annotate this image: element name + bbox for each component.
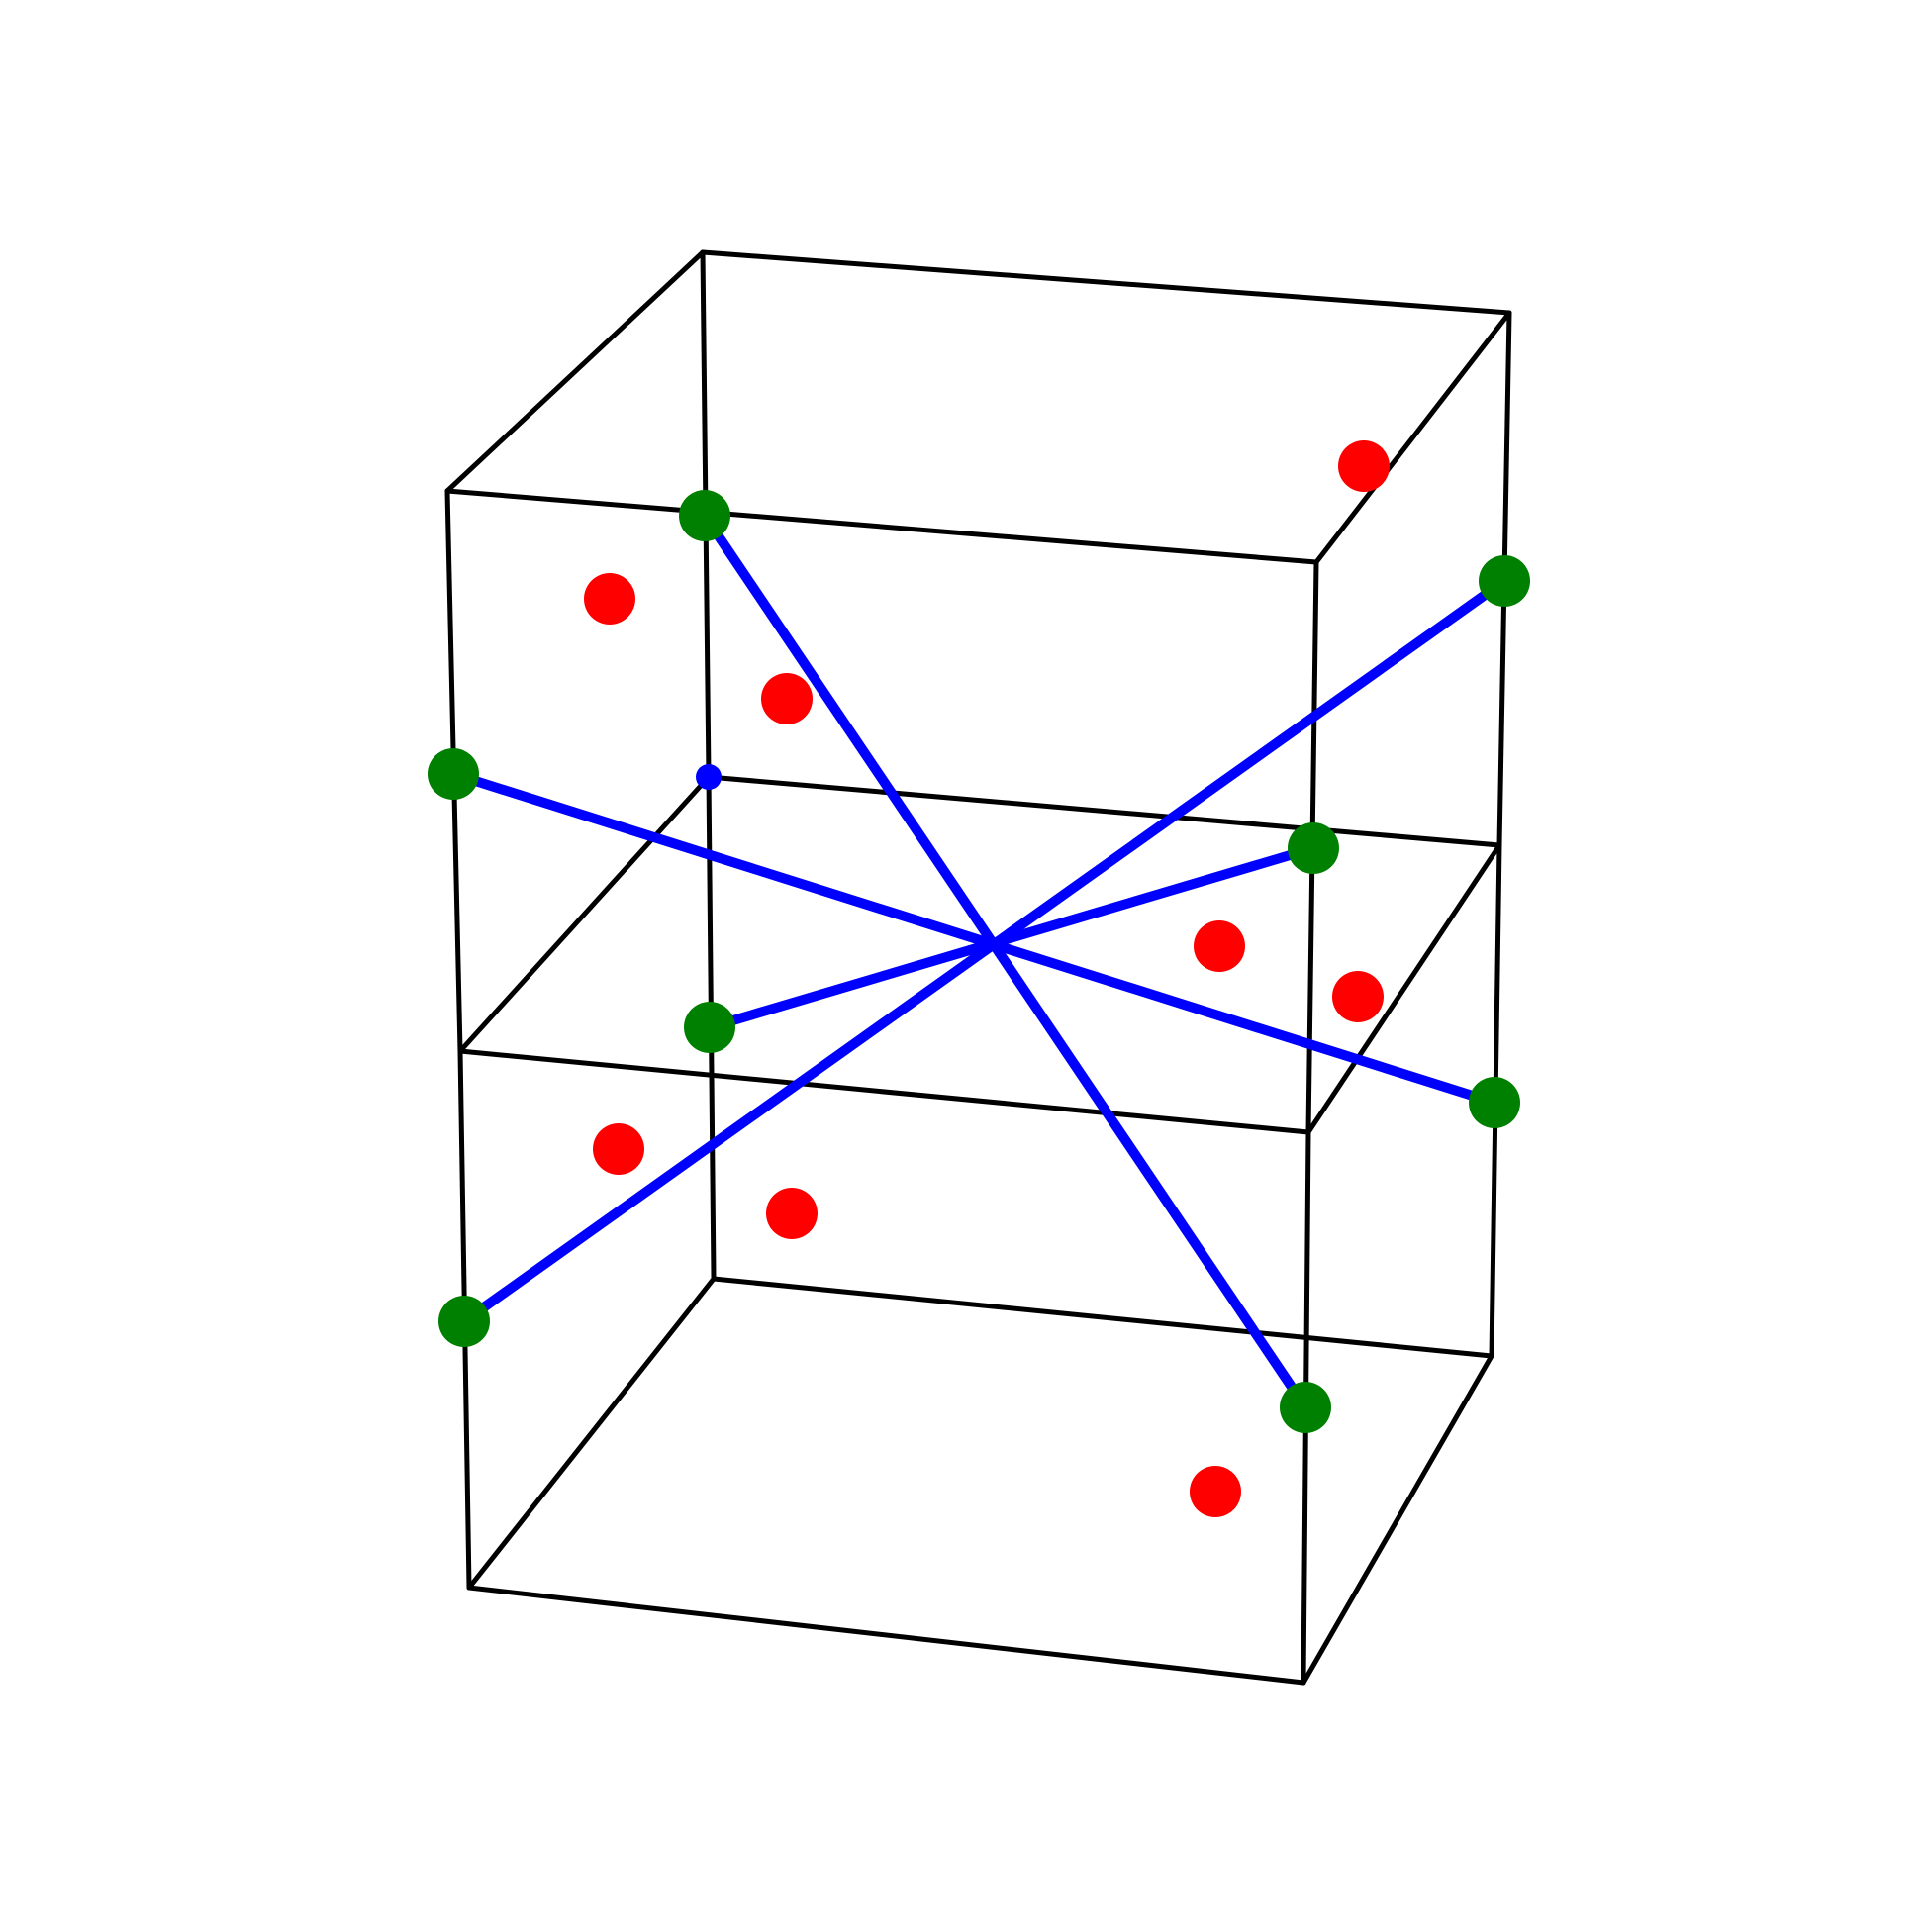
red-point [761, 673, 813, 724]
blue-link-line [448, 769, 1499, 1108]
red-points [584, 440, 1390, 1517]
frame-edge [1305, 842, 1502, 1135]
blue-link-line [700, 511, 1310, 1412]
center-dots [696, 764, 722, 790]
green-node [1479, 555, 1530, 607]
green-node [679, 490, 730, 541]
green-node [1288, 822, 1339, 874]
frame-edge [444, 488, 1319, 565]
frame-edge [457, 1048, 1311, 1135]
red-point [1332, 971, 1384, 1022]
red-point [1190, 1466, 1241, 1517]
blue-link-line [459, 576, 1509, 1326]
frame-edge [711, 1276, 1494, 1359]
blue-link-line [705, 843, 1318, 1032]
frame-edge [706, 774, 1502, 848]
green-nodes [428, 490, 1530, 1433]
green-node [1280, 1382, 1331, 1433]
frame-edge [444, 249, 706, 494]
red-point [1338, 440, 1390, 492]
green-node [684, 1002, 735, 1053]
frame-edge [466, 1276, 717, 1591]
green-node [438, 1296, 490, 1347]
frame-edge [457, 774, 712, 1054]
blue-links [448, 511, 1509, 1412]
green-node [1469, 1077, 1520, 1128]
frame-edge [1313, 310, 1512, 565]
frame-edge [1301, 1353, 1494, 1686]
frame-edge [466, 1585, 1306, 1686]
red-point [593, 1123, 644, 1175]
frame-edge [700, 249, 1512, 316]
blue-vertex-dot [696, 764, 722, 790]
red-point [584, 573, 635, 625]
green-node [428, 748, 479, 800]
red-point [766, 1188, 818, 1239]
red-point [1194, 920, 1245, 972]
